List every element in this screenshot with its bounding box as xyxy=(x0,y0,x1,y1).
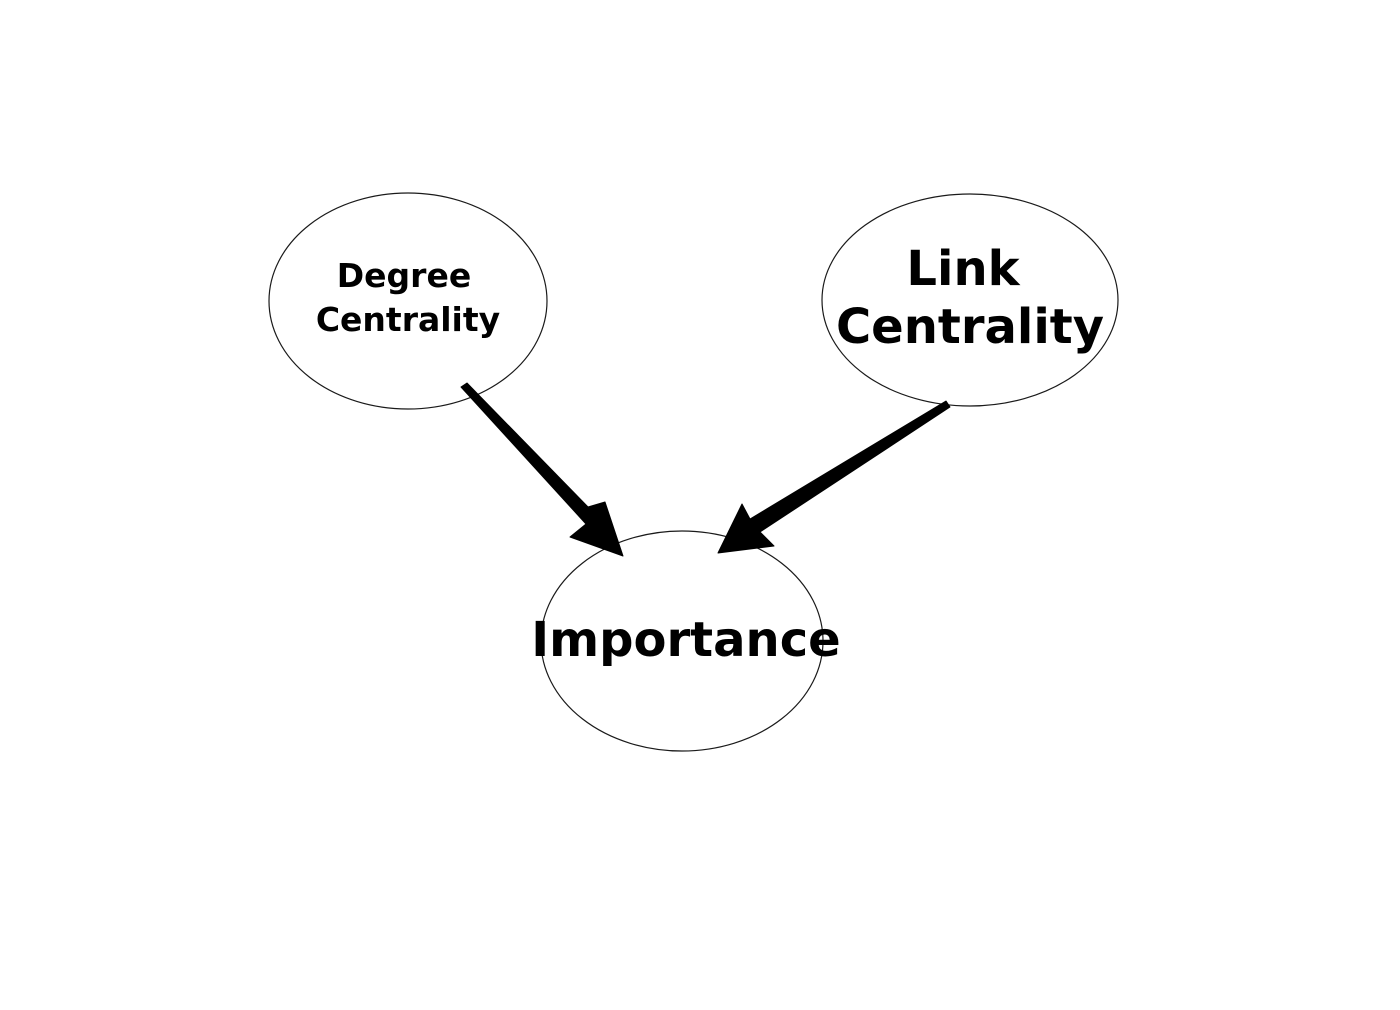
node-link-centrality: Link Centrality xyxy=(821,193,1119,407)
edge-arrow-link-to-importance xyxy=(717,400,951,554)
node-degree-centrality: Degree Centrality xyxy=(268,192,548,410)
node-importance: Importance xyxy=(531,530,841,752)
edge-arrow-degree-to-importance xyxy=(460,382,624,557)
node-degree-centrality-label-line2: Centrality xyxy=(316,300,500,339)
node-degree-centrality-label-line1: Degree xyxy=(337,256,471,295)
node-importance-ellipse xyxy=(540,530,824,752)
node-link-centrality-label-line1: Link xyxy=(906,241,1020,297)
node-link-centrality-label-line2: Centrality xyxy=(836,299,1104,355)
node-degree-centrality-ellipse xyxy=(268,192,548,410)
node-importance-label: Importance xyxy=(531,612,840,668)
node-link-centrality-ellipse xyxy=(821,193,1119,407)
